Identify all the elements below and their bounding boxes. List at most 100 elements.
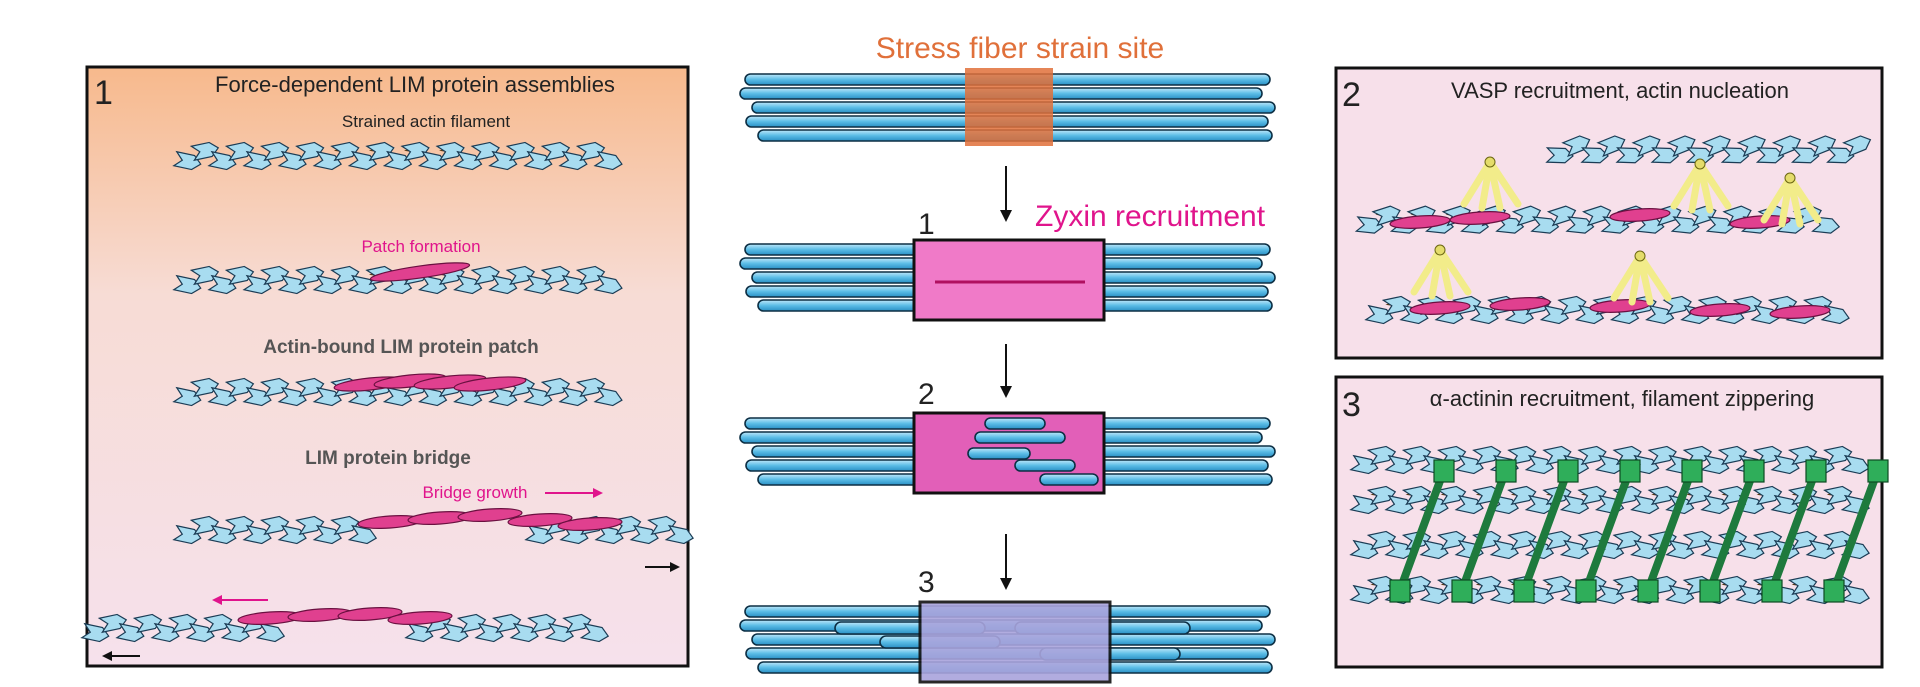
actin-monomer bbox=[260, 515, 290, 536]
actin-monomer bbox=[312, 274, 342, 295]
actin-monomer bbox=[132, 613, 163, 634]
actin-monomer bbox=[1805, 494, 1835, 515]
actin-monomer bbox=[1366, 530, 1397, 551]
actin-monomer bbox=[115, 622, 145, 643]
actin-monomer bbox=[1384, 494, 1414, 515]
alpha-actinin-head bbox=[1389, 579, 1411, 603]
vasp-hub bbox=[1694, 158, 1706, 170]
actin-monomer bbox=[1507, 530, 1537, 551]
actin-monomer bbox=[168, 613, 198, 634]
alpha-actinin-rod bbox=[1768, 466, 1820, 594]
actin-monomer bbox=[1823, 530, 1853, 551]
actin-monomer bbox=[558, 386, 588, 407]
actin-monomer bbox=[417, 386, 448, 407]
actin-monomer bbox=[488, 386, 518, 407]
alpha-actinin-head bbox=[1513, 579, 1535, 603]
actin-monomer bbox=[629, 524, 659, 545]
actin-monomer bbox=[1472, 445, 1502, 466]
actin-monomer bbox=[382, 386, 413, 407]
actin-monomer bbox=[1354, 216, 1384, 234]
actin-monomer bbox=[1349, 584, 1379, 605]
panel-1-title: Force-dependent LIM protein assemblies bbox=[215, 72, 615, 97]
vasp-arm bbox=[1436, 246, 1472, 296]
actin-monomer bbox=[189, 141, 220, 162]
actin-monomer bbox=[593, 386, 623, 407]
bridge-growth-arrow-left bbox=[212, 595, 268, 605]
actin-monomer bbox=[1735, 584, 1765, 605]
bridge-growth-arrow bbox=[545, 488, 603, 498]
actin-monomer bbox=[453, 274, 483, 295]
actin-monomer bbox=[1559, 539, 1590, 560]
actin-monomer bbox=[1454, 494, 1484, 515]
actin-monomer bbox=[540, 265, 571, 286]
alpha-actinin-head bbox=[1699, 579, 1721, 603]
vasp-hub bbox=[1784, 172, 1796, 184]
actin-monomer bbox=[347, 524, 378, 545]
actin-monomer bbox=[1539, 304, 1570, 325]
actin-monomer bbox=[185, 622, 215, 643]
vasp-hub bbox=[1484, 156, 1496, 168]
actin-monomer bbox=[1384, 539, 1414, 560]
actin-monomer bbox=[295, 515, 325, 536]
actin-monomer bbox=[1366, 445, 1397, 466]
actin-monomer bbox=[1419, 539, 1449, 560]
actin-monomer bbox=[347, 150, 378, 171]
actin-monomer bbox=[189, 515, 220, 536]
alpha-actinin-head bbox=[1743, 459, 1765, 483]
actin-monomer bbox=[1665, 584, 1695, 605]
alpha-actinin-head bbox=[1867, 459, 1889, 483]
actin-monomer bbox=[1384, 454, 1414, 475]
new-actin-filament bbox=[974, 431, 1066, 444]
filament-patch-formation bbox=[172, 262, 623, 295]
panel-2-number: 2 bbox=[1342, 76, 1361, 114]
actin-monomer bbox=[1437, 485, 1467, 506]
actin-monomer bbox=[1826, 147, 1855, 164]
actin-monomer bbox=[1720, 147, 1750, 164]
alpha-actinin-head bbox=[1495, 459, 1517, 483]
alpha-actinin-head bbox=[1805, 459, 1827, 483]
vasp-arm bbox=[1636, 252, 1672, 302]
actin-monomer bbox=[492, 613, 522, 634]
actin-monomer bbox=[404, 622, 434, 643]
actin-monomer bbox=[1524, 454, 1555, 475]
lim-protein bbox=[1489, 297, 1551, 311]
strained-filament-label: Strained actin filament bbox=[342, 112, 510, 131]
actin-monomer bbox=[1840, 584, 1870, 605]
actin-monomer bbox=[1645, 304, 1675, 325]
actin-monomer bbox=[1557, 295, 1587, 316]
actin-monomer bbox=[1545, 147, 1574, 164]
actin-monomer bbox=[330, 265, 360, 286]
lim-protein bbox=[1449, 211, 1511, 225]
vasp-arm bbox=[1786, 174, 1822, 224]
alpha-actinin-zone bbox=[918, 600, 1112, 684]
panel-3-illustration bbox=[1349, 445, 1889, 605]
actin-monomer bbox=[203, 613, 233, 634]
actin-monomer bbox=[1366, 575, 1397, 596]
panel-2-illustration bbox=[1354, 135, 1872, 325]
actin-monomer bbox=[1612, 530, 1642, 551]
actin-monomer bbox=[505, 265, 536, 286]
filament-lim-patch bbox=[172, 373, 623, 407]
actin-monomer bbox=[207, 386, 237, 407]
alpha-actinin-head bbox=[1451, 579, 1473, 603]
fiber-step-2 bbox=[739, 411, 1276, 495]
alpha-actinin-rod bbox=[1458, 466, 1510, 594]
actin-monomer bbox=[1580, 147, 1609, 164]
actin-monomer bbox=[1662, 295, 1692, 316]
actin-monomer bbox=[594, 524, 624, 545]
actin-monomer bbox=[277, 524, 307, 545]
step-1-number: 1 bbox=[918, 208, 935, 241]
alpha-actinin-head bbox=[1619, 459, 1641, 483]
alpha-actinin-head bbox=[1637, 579, 1659, 603]
actin-monomer bbox=[1630, 494, 1660, 515]
actin-monomer bbox=[347, 386, 378, 407]
actin-monomer bbox=[1682, 485, 1713, 506]
alpha-actinin-head bbox=[1575, 579, 1597, 603]
actin-monomer bbox=[1495, 216, 1525, 234]
actin-monomer bbox=[647, 515, 677, 536]
actin-monomer bbox=[1577, 445, 1607, 466]
actin-monomer bbox=[593, 150, 623, 171]
actin-monomer bbox=[295, 265, 325, 286]
alpha-actinin-head bbox=[1761, 579, 1783, 603]
actin-monomer bbox=[1770, 454, 1800, 475]
